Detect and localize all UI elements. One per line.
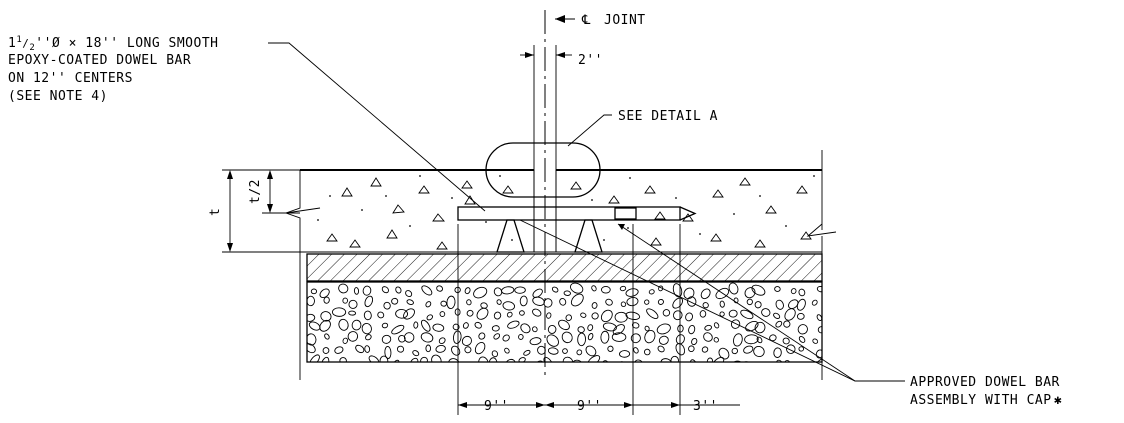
dowel-line-4: (SEE NOTE 4) [8,89,108,104]
thickness-label: t [208,208,223,216]
detail-a-callout: SEE DETAIL A [485,109,718,198]
bottom-dimensions: 9'' 9'' 3'' [457,224,740,415]
dowel-bar [457,206,697,221]
assembly-callout: APPROVED DOWEL BAR ASSEMBLY WITH CAP ✱ [519,219,1062,408]
joint-label: JOINT [604,13,646,28]
assembly-line-1: APPROVED DOWEL BAR [910,375,1060,390]
dowel-line-1: 11/2''Ø × 18'' LONG SMOOTH [8,35,218,53]
half-thickness-label: t/2 [248,179,263,204]
dowel-line-2: EPOXY-COATED DOWEL BAR [8,53,191,68]
dim-left-label: 9'' [484,399,509,414]
centerline-symbol: ℄ [581,13,591,28]
concrete-aggregate-texture [317,175,815,250]
assembly-asterisk: ✱ [1054,393,1062,408]
aggregate-texture [307,282,822,362]
dowel-chair-supports [496,219,603,253]
joint-label-group: ℄ JOINT [555,13,646,28]
gap-label: 2'' [578,53,603,68]
dowel-bar-callout: 11/2''Ø × 18'' LONG SMOOTH EPOXY-COATED … [8,35,486,212]
dim-right-label: 3'' [693,399,718,414]
slab-thickness-dimension: t t/2 [208,169,300,253]
treated-base-layer [306,253,823,282]
aggregate-subbase [306,281,823,363]
dowel-line-3: ON 12'' CENTERS [8,71,133,86]
assembly-line-2: ASSEMBLY WITH CAP [910,393,1052,408]
see-detail-label: SEE DETAIL A [618,109,718,124]
gap-dimension: 2'' [520,45,603,170]
dim-mid-label: 9'' [577,399,602,414]
